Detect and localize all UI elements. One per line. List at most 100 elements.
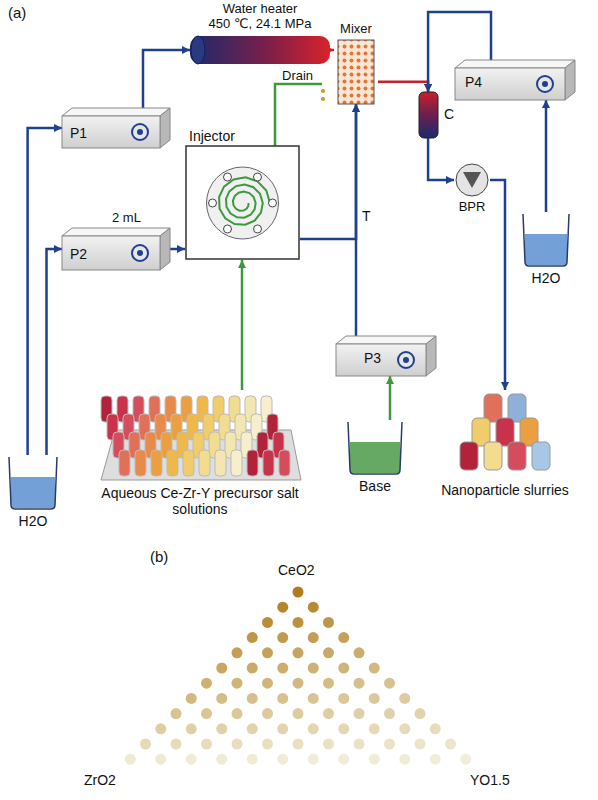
flow-line xyxy=(355,104,358,336)
node-text: C xyxy=(444,106,464,122)
composition-dot xyxy=(277,663,288,674)
composition-dot xyxy=(323,708,334,719)
composition-dot xyxy=(155,754,166,765)
test-tube xyxy=(279,450,290,476)
composition-dot xyxy=(293,647,304,658)
composition-dot xyxy=(277,632,288,643)
node-text: P4 xyxy=(465,74,505,90)
flow-line xyxy=(490,180,505,390)
composition-dot xyxy=(247,723,258,734)
valve-port xyxy=(269,199,277,207)
composition-dot xyxy=(247,663,258,674)
node-injector: Injector xyxy=(185,128,300,260)
composition-dot xyxy=(171,708,182,719)
node-beaker: H2O xyxy=(6,455,60,535)
flow-line xyxy=(378,82,428,92)
flow-line xyxy=(300,104,356,239)
heater-end xyxy=(191,36,205,64)
flow-line xyxy=(28,128,62,455)
composition-dot xyxy=(216,723,227,734)
composition-dot xyxy=(308,754,319,765)
node-tray: Aqueous Ce-Zr-Y precursor salt solutions xyxy=(95,390,305,525)
node-text: Injector xyxy=(189,128,269,144)
flow-line xyxy=(330,49,334,52)
composition-dot xyxy=(262,708,273,719)
node-pump: P2 xyxy=(62,228,170,270)
pump-body xyxy=(62,116,160,148)
composition-dot xyxy=(262,739,273,750)
test-tube xyxy=(119,450,130,476)
composition-dot xyxy=(430,754,441,765)
node-beaker: Base xyxy=(345,420,405,500)
bpr-symbol xyxy=(463,172,481,188)
test-tube xyxy=(263,450,274,476)
pump-body xyxy=(62,236,160,270)
node-text: P1 xyxy=(70,125,110,141)
test-tube xyxy=(231,450,242,476)
pump-port xyxy=(132,124,148,140)
flow-line xyxy=(170,248,185,251)
flow-line xyxy=(143,50,190,108)
composition-dot xyxy=(201,678,212,689)
composition-dot xyxy=(140,739,151,750)
label: YO1.5 xyxy=(470,772,510,788)
flow-line xyxy=(428,138,454,180)
slurry-vial xyxy=(460,442,478,470)
liquid xyxy=(350,442,400,473)
composition-dot xyxy=(262,647,273,658)
composition-dot xyxy=(216,693,227,704)
composition-dot xyxy=(216,663,227,674)
sample-loop xyxy=(219,177,270,224)
pump-port xyxy=(132,245,148,261)
pump-side xyxy=(565,60,575,100)
flow-line xyxy=(545,100,548,212)
label: (b) xyxy=(150,548,168,565)
composition-dot xyxy=(277,754,288,765)
test-tube xyxy=(215,450,226,476)
label: T xyxy=(362,208,371,224)
composition-dot xyxy=(369,754,380,765)
composition-dot xyxy=(201,739,212,750)
composition-dot xyxy=(399,723,410,734)
test-tube xyxy=(167,450,178,476)
label: 2 mL xyxy=(112,210,141,225)
beaker-glass xyxy=(9,457,57,509)
bpr-body xyxy=(456,164,488,196)
node-heater: Water heater450 ℃, 24.1 MPa xyxy=(190,2,330,66)
composition-dot xyxy=(354,647,365,658)
composition-dot xyxy=(186,723,197,734)
beaker-glass xyxy=(523,214,569,266)
node-text: P2 xyxy=(70,246,110,262)
node-outline xyxy=(440,390,570,520)
node-outline xyxy=(185,128,300,260)
composition-dot xyxy=(293,708,304,719)
composition-dot xyxy=(308,693,319,704)
pump-side xyxy=(426,336,436,376)
composition-dot xyxy=(399,754,410,765)
valve-port xyxy=(254,173,262,181)
composition-dot xyxy=(415,739,426,750)
pump-port xyxy=(398,352,414,368)
composition-dot xyxy=(384,678,395,689)
composition-dot xyxy=(171,739,182,750)
node-text: P3 xyxy=(364,350,404,366)
node-beaker: H2O xyxy=(520,212,572,292)
injector-box xyxy=(186,146,299,259)
flow-line xyxy=(389,376,392,420)
composition-dot xyxy=(460,754,471,765)
node-vials: Nanoparticle slurries xyxy=(440,390,570,520)
composition-dot xyxy=(247,632,258,643)
composition-dot xyxy=(323,739,334,750)
composition-dot xyxy=(247,754,258,765)
composition-dot xyxy=(232,647,243,658)
composition-dot xyxy=(232,708,243,719)
valve-body xyxy=(207,167,279,239)
valve-port xyxy=(224,225,232,233)
pump-body xyxy=(455,68,565,100)
node-pump: P4 xyxy=(455,60,575,100)
composition-dot xyxy=(354,739,365,750)
valve-port xyxy=(209,199,217,207)
node-text: Nanoparticle slurries xyxy=(440,482,570,498)
composition-dot xyxy=(323,617,334,628)
